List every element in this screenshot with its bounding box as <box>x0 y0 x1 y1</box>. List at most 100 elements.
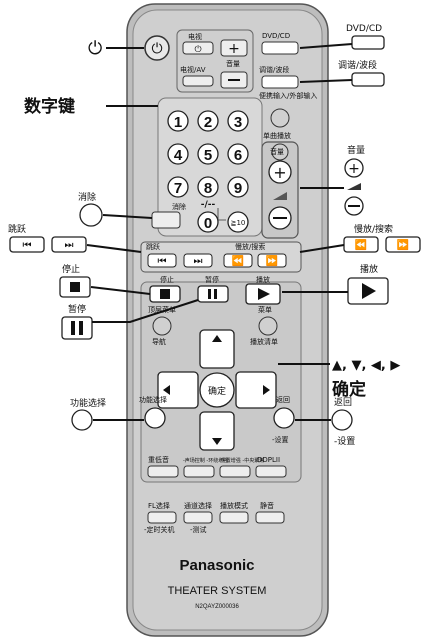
callout-tuner-band: 调谐/波段 <box>299 59 385 87</box>
callout-func-select: 功能选择 <box>70 397 144 431</box>
ext-in-button[interactable] <box>270 108 290 128</box>
stop-callout-label: 停止 <box>62 263 80 275</box>
dpad-left-button[interactable] <box>157 371 199 409</box>
skip-back-remote-button[interactable]: ⏮ <box>147 253 177 268</box>
callout-play: 播放 <box>282 263 389 305</box>
callout-return: 返回 -设置 <box>295 396 355 447</box>
tv-volume-down-button[interactable] <box>220 71 248 89</box>
channel-button[interactable] <box>183 511 213 524</box>
key-9[interactable]: 9 <box>227 176 249 198</box>
skip-back-icon: ⏮ <box>23 240 32 251</box>
pause-remote-button[interactable] <box>197 285 229 303</box>
key-5[interactable]: 5 <box>197 143 219 165</box>
dpad-right-button[interactable] <box>235 371 277 409</box>
sfc-label: -声场控制 -环绕增强 <box>183 457 228 464</box>
volume-wedge-icon <box>347 183 361 190</box>
rewind-icon: ⏪ <box>232 254 244 267</box>
single-play-label: 单曲播放 <box>263 131 291 140</box>
stop-remote-label: 停止 <box>160 275 174 284</box>
mute-button[interactable] <box>255 511 285 524</box>
key-4[interactable]: 4 <box>167 143 189 165</box>
dpl-button[interactable] <box>255 465 287 478</box>
top-menu-label: 顶层菜单 <box>148 305 176 314</box>
skip-back-icon: ⏮ <box>158 256 167 267</box>
tuner-band-button[interactable] <box>261 75 299 89</box>
dpad-up-button[interactable] <box>199 329 235 369</box>
pause-callout-label: 暂停 <box>68 303 86 315</box>
center-button[interactable] <box>219 465 251 478</box>
cancel-callout-icon <box>79 203 103 227</box>
menu-button[interactable] <box>258 316 278 336</box>
plus-icon: + <box>228 41 240 57</box>
right-arrow-icon <box>263 385 270 395</box>
volume-wedge-icon <box>273 192 287 200</box>
stop-remote-button[interactable] <box>149 285 181 303</box>
model-number: N2QAYZ000036 <box>195 604 239 610</box>
key-3[interactable]: 3 <box>227 110 249 132</box>
volume-remote-label: 音量 <box>270 147 284 156</box>
tv-volume-label: 音量 <box>226 59 240 68</box>
callout-skip: 跳跃 ⏮ ⏭ <box>8 223 142 253</box>
fl-button[interactable] <box>147 511 177 524</box>
volume-up-remote-button[interactable]: + <box>268 160 292 184</box>
slow-search-remote-label: 慢放/搜索 <box>235 242 265 251</box>
volume-down-remote-button[interactable] <box>268 206 292 230</box>
bass-button[interactable] <box>147 465 179 478</box>
key-7[interactable]: 7 <box>167 176 189 198</box>
svg-text:5: 5 <box>204 147 212 164</box>
tv-group-label: 电视 <box>188 32 202 41</box>
skip-fwd-remote-button[interactable]: ⏭ <box>183 253 213 268</box>
pause-icon <box>208 289 211 299</box>
single-play-button[interactable] <box>271 143 289 161</box>
power-button[interactable]: ⏻ <box>144 35 170 61</box>
sfc-button[interactable] <box>183 465 215 478</box>
callout-arrows-ok: ▲, ▼, ◀, ▶ 确定 <box>278 358 400 400</box>
func-select-remote-label: 功能选择 <box>139 395 167 404</box>
callout-slow-search: 慢放/搜索 ⏪ ⏩ <box>299 223 421 253</box>
callout-power: ⏻ <box>88 38 144 59</box>
digit-keys-label: 数字键 <box>24 96 75 117</box>
fast-forward-icon: ⏩ <box>266 254 278 267</box>
cancel-remote-button[interactable] <box>151 211 181 229</box>
play-remote-button[interactable] <box>245 283 281 305</box>
plus-icon: + <box>348 161 360 177</box>
key-2[interactable]: 2 <box>197 110 219 132</box>
func-select-remote-button[interactable] <box>144 407 166 429</box>
svg-text:6: 6 <box>234 147 242 164</box>
playlist-label: 播放清单 <box>250 337 278 346</box>
key-ge10[interactable]: ≧10 <box>227 211 249 233</box>
tv-av-button[interactable] <box>182 75 214 87</box>
dpad-down-button[interactable] <box>199 411 235 451</box>
dvd-cd-button[interactable] <box>261 41 299 55</box>
return-remote-button[interactable] <box>273 407 295 429</box>
dpad: 确定 <box>157 329 277 451</box>
play-remote-label: 播放 <box>256 275 270 284</box>
callout-pause: 暂停 <box>61 299 199 340</box>
top-menu-button[interactable] <box>152 316 172 336</box>
key-0[interactable]: 0 <box>197 211 219 233</box>
setup-remote-label: -设置 <box>272 435 289 444</box>
tv-power-button[interactable]: ⏻ <box>182 41 214 55</box>
dvd-cd-top-label: DVD/CD <box>262 32 290 40</box>
callout-stop: 停止 <box>59 263 151 298</box>
svg-text:≧10: ≧10 <box>231 219 246 227</box>
rewind-remote-button[interactable]: ⏪ <box>223 253 253 268</box>
svg-text:9: 9 <box>234 180 242 197</box>
plus-icon: + <box>273 163 286 182</box>
stop-icon <box>70 282 80 292</box>
fast-forward-remote-button[interactable]: ⏩ <box>257 253 287 268</box>
key-8[interactable]: 8 <box>197 176 219 198</box>
dvd-cd-callout-label: DVD/CD <box>346 24 382 34</box>
play-icon <box>362 283 376 299</box>
key-1[interactable]: 1 <box>167 110 189 132</box>
slow-search-callout-label: 慢放/搜索 <box>354 223 393 235</box>
play-mode-button[interactable] <box>219 511 249 524</box>
ok-remote-button[interactable]: 确定 <box>199 372 235 408</box>
key-6[interactable]: 6 <box>227 143 249 165</box>
return-callout-label: 返回 <box>334 396 352 408</box>
svg-text:2: 2 <box>204 114 212 131</box>
ok-callout-label: 确定 <box>332 379 366 400</box>
tv-volume-up-button[interactable]: + <box>220 39 248 57</box>
arrows-callout-label: ▲, ▼, ◀, ▶ <box>332 358 400 373</box>
